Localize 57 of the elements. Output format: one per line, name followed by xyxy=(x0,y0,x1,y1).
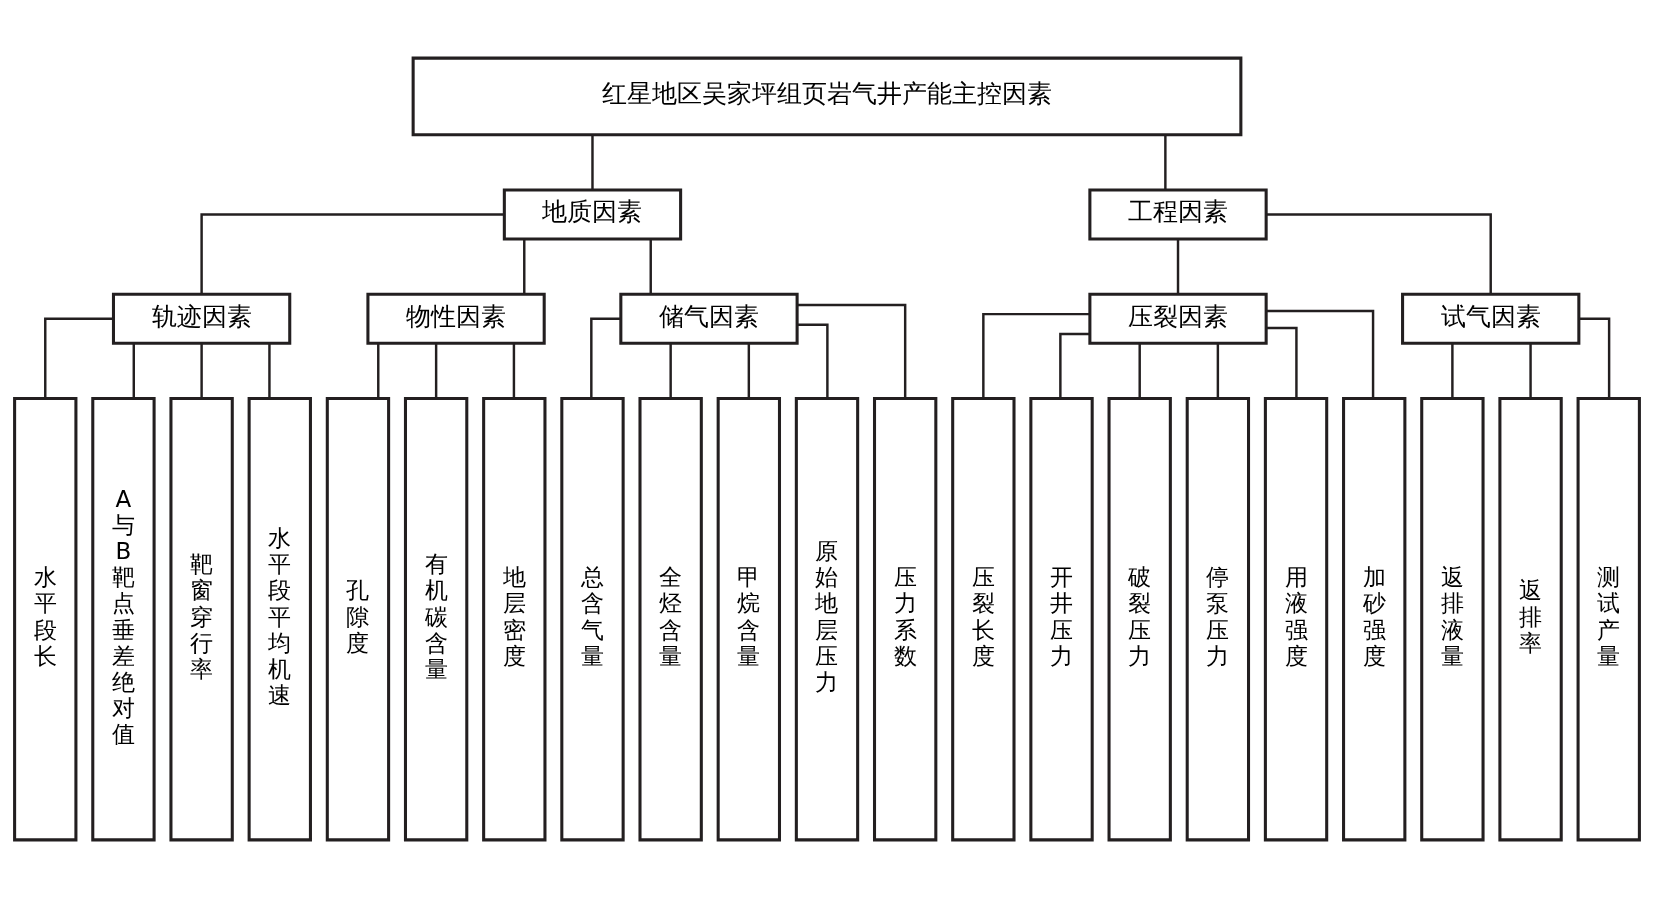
connector xyxy=(1138,343,1141,398)
node-box: A与B靶点垂差绝对值 xyxy=(91,396,156,842)
connector xyxy=(1579,317,1611,399)
node-box: 加砂强度 xyxy=(1342,396,1407,842)
node-box: 试气因素 xyxy=(1401,292,1581,345)
connector xyxy=(44,317,114,399)
connector xyxy=(747,343,751,398)
node-box: 压裂因素 xyxy=(1088,292,1268,345)
connector xyxy=(200,213,505,294)
node-box: 返排率 xyxy=(1498,396,1563,842)
connector xyxy=(1266,213,1492,294)
connector xyxy=(1529,343,1532,398)
connector xyxy=(797,303,907,399)
connector xyxy=(1266,326,1298,399)
node-box: 物性因素 xyxy=(366,292,546,345)
node-box: 全烃含量 xyxy=(638,396,703,842)
node-box: 开井压力 xyxy=(1029,396,1094,842)
connector xyxy=(1176,239,1180,294)
node-box: 返排液量 xyxy=(1420,396,1485,842)
connector xyxy=(512,343,516,398)
connector xyxy=(649,239,652,294)
node-box: 轨迹因素 xyxy=(111,292,292,345)
node-box: 孔隙度 xyxy=(325,396,391,842)
node-box: 地层密度 xyxy=(482,396,547,842)
node-box: 水平段长 xyxy=(13,396,78,842)
connector xyxy=(1451,343,1454,398)
node-box: 原始地层压力 xyxy=(794,396,860,842)
connector xyxy=(434,343,438,398)
node-box: 用液强度 xyxy=(1263,396,1329,842)
connector xyxy=(797,323,829,399)
node-box: 工程因素 xyxy=(1088,188,1268,241)
connector xyxy=(132,343,135,398)
connector xyxy=(377,343,380,398)
node-box: 破裂压力 xyxy=(1107,396,1172,842)
node-box: 有机碳含量 xyxy=(403,396,469,842)
node-box: 红星地区吴家坪组页岩气井产能主控因素 xyxy=(411,56,1243,137)
connector xyxy=(200,343,203,398)
node-box: 压裂长度 xyxy=(951,396,1016,842)
node-box: 甲烷含量 xyxy=(716,396,781,842)
connector xyxy=(1266,309,1375,399)
node-box: 总含气量 xyxy=(560,396,625,842)
connector xyxy=(982,312,1090,399)
connector xyxy=(590,317,621,399)
connector xyxy=(1059,332,1090,398)
node-box: 靶窗穿行率 xyxy=(169,396,234,842)
connector xyxy=(268,343,271,398)
node-box: 测试产量 xyxy=(1576,396,1641,842)
node-box: 储气因素 xyxy=(619,292,799,345)
connector xyxy=(1164,135,1167,190)
node-box: 水平段平均机速 xyxy=(247,396,312,842)
connector xyxy=(1216,343,1220,398)
node-box: 压力系数 xyxy=(873,396,938,842)
connector xyxy=(669,343,672,398)
node-box: 地质因素 xyxy=(502,188,683,241)
connector xyxy=(523,239,526,294)
connector xyxy=(591,135,594,190)
node-box: 停泵压力 xyxy=(1185,396,1251,842)
